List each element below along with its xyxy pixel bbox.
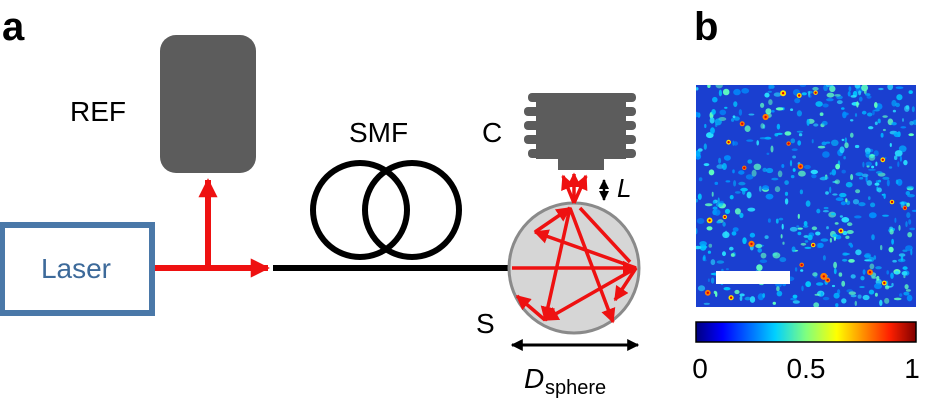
- panel-label-a: a: [2, 5, 25, 49]
- laser-box-icon: [0, 222, 155, 316]
- scale-bar: [716, 271, 790, 284]
- sphere-label: S: [476, 308, 495, 339]
- smf-label: SMF: [349, 117, 408, 148]
- panel-label-b: b: [694, 5, 718, 49]
- diameter-label-main: D: [524, 363, 544, 394]
- laser-label: Laser: [41, 253, 111, 284]
- ref-label: REF: [70, 96, 126, 127]
- distance-label: L: [617, 173, 631, 203]
- laser-beam: [155, 178, 270, 278]
- colorbar: [695, 321, 917, 343]
- camera-label: C: [482, 117, 502, 148]
- fiber-coil-icon: [273, 160, 512, 271]
- sphere-rays: [512, 172, 638, 324]
- diameter-label-sub: sphere: [545, 377, 606, 399]
- colorbar-tick-1: 0.5: [787, 353, 826, 384]
- camera-icon: [524, 93, 636, 170]
- colorbar-tick-0: 0: [692, 353, 708, 384]
- speckle-image: [696, 85, 916, 307]
- colorbar-tick-2: 1: [904, 353, 920, 384]
- reference-detector-icon: [160, 35, 256, 173]
